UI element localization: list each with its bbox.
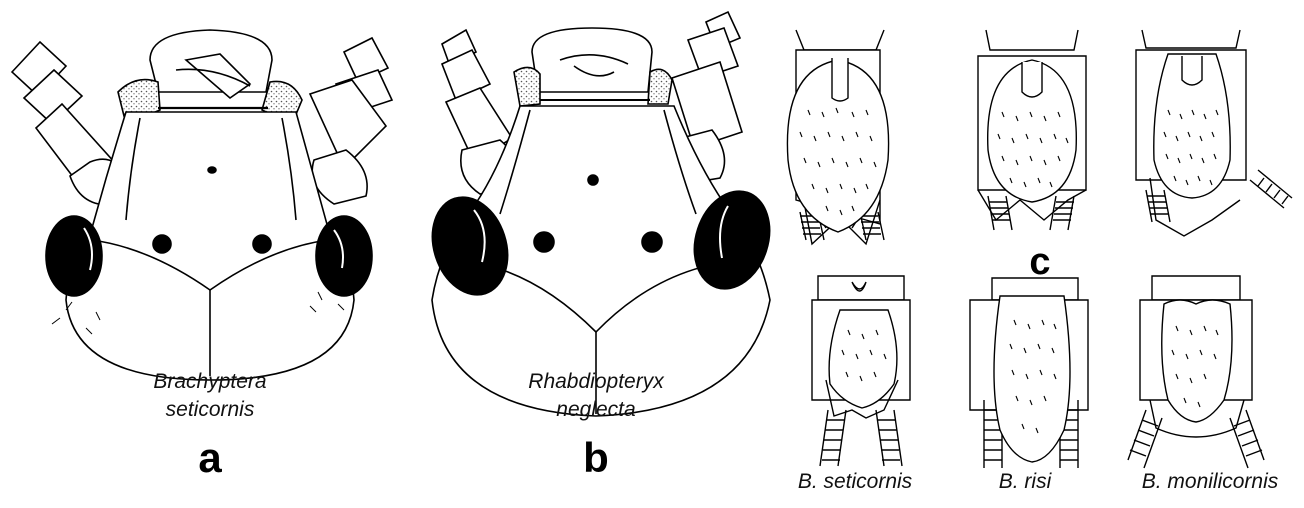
compound-eye-right [316, 216, 372, 296]
panel-letter-a: a [180, 430, 240, 486]
right-antenna [310, 38, 392, 204]
subgenital-plate [994, 296, 1070, 462]
head-drawing-rhabdiopteryx [420, 12, 781, 416]
abdomen-tip-risi-lower [970, 278, 1088, 468]
caption-a-genus: Brachyptera [110, 368, 310, 395]
panel-letter-c: c [1020, 240, 1060, 284]
caption-c-seticornis: B. seticornis [780, 468, 930, 495]
caption-c-monilicornis: B. monilicornis [1120, 468, 1300, 495]
lateral-ocellus-right [642, 232, 662, 252]
median-ocellus [208, 167, 216, 173]
caption-b-species: neglecta [486, 396, 706, 423]
stippled-sclerite-right [648, 69, 672, 104]
abdomen-tip-seticornis-lower [812, 276, 910, 466]
stippled-sclerite-left [514, 67, 540, 106]
caption-c-risi: B. risi [970, 468, 1080, 495]
abdomen-tip-seticornis-upper [787, 30, 888, 244]
lateral-ocellus-left [534, 232, 554, 252]
subgenital-plate [1162, 300, 1232, 422]
panel-letter-b: b [566, 430, 626, 486]
caption-b-genus: Rhabdiopteryx [486, 368, 706, 395]
head-drawing-brachyptera [12, 30, 392, 380]
abdomen-tip-monilicornis-upper [1136, 30, 1292, 236]
compound-eye-left [46, 216, 102, 296]
lateral-ocellus-right [253, 235, 271, 253]
abdomen-tip-risi-upper [978, 30, 1086, 230]
labrum [532, 28, 652, 92]
abdomen-tip-monilicornis-lower [1128, 276, 1264, 468]
subgenital-plate [829, 310, 897, 408]
cerci [820, 410, 902, 466]
median-ocellus [588, 175, 598, 185]
lateral-ocellus-left [153, 235, 171, 253]
caption-a-species: seticornis [110, 396, 310, 423]
